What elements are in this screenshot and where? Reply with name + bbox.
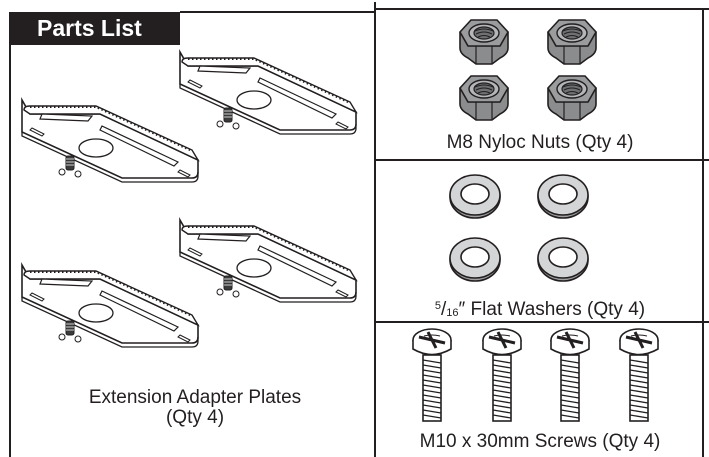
washer-illustration-1 (449, 174, 501, 219)
washer-illustration-4 (537, 237, 589, 282)
washer-illustration-3 (449, 237, 501, 282)
adapter-plate-illustration-3 (179, 219, 357, 303)
plates-caption-line1: Extension Adapter Plates (88, 387, 302, 408)
nut-illustration-1 (459, 19, 509, 65)
washer-illustration-2 (537, 174, 589, 219)
screws-caption: M10 x 30mm Screws (Qty 4) (419, 431, 661, 452)
nut-illustration-2 (547, 19, 597, 65)
nut-illustration-4 (547, 75, 597, 121)
screw-illustration-1 (411, 327, 453, 423)
parts-list-title: Parts List (37, 15, 142, 41)
nuts-caption: M8 Nyloc Nuts (Qty 4) (446, 132, 634, 153)
washers-caption: 5/16″ Flat Washers (Qty 4) (378, 296, 702, 323)
washers-caption-text: ″ Flat Washers (Qty 4) (458, 299, 646, 320)
washer-size-fraction: 5/16 (434, 299, 459, 320)
adapter-plate-illustration-1 (179, 51, 357, 135)
screw-illustration-3 (549, 327, 591, 423)
screw-illustration-4 (618, 327, 660, 423)
adapter-plate-illustration-2 (21, 99, 199, 183)
screw-illustration-2 (481, 327, 523, 423)
parts-list-header: Parts List (10, 12, 180, 45)
plates-caption: Extension Adapter Plates (Qty 4) (40, 388, 350, 428)
plates-caption-line2: (Qty 4) (165, 407, 225, 428)
nut-illustration-3 (459, 75, 509, 121)
adapter-plate-illustration-4 (21, 264, 199, 348)
